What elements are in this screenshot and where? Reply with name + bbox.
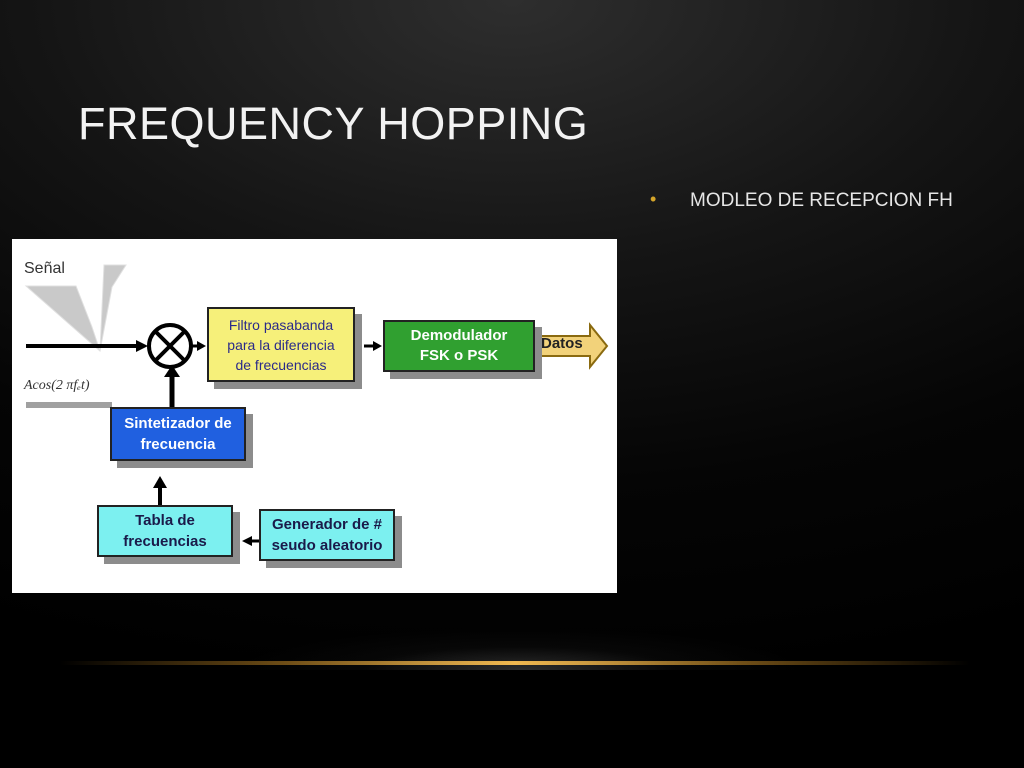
bottom-glow xyxy=(240,600,800,670)
demodulator-block: Demodulador FSK o PSK xyxy=(383,320,535,372)
input-arrowhead-icon xyxy=(136,340,148,352)
fh-receiver-diagram: Señal Acos(2 πfₑt) Filtro pasabanda para… xyxy=(12,239,617,593)
bandpass-filter-block: Filtro pasabanda para la diferencia de f… xyxy=(207,307,355,382)
diagram-wires xyxy=(24,264,609,546)
frequency-table-block: Tabla de frecuencias xyxy=(97,505,233,557)
bullet-item: MODLEO DE RECEPCION FH xyxy=(690,190,953,211)
output-arrow-icon xyxy=(536,322,609,370)
pseudorandom-generator-block: Generador de # seudo aleatorio xyxy=(259,509,395,561)
mixer-cross-2 xyxy=(154,330,186,362)
oscillator-label: Acos(2 πfₑt) xyxy=(24,378,90,393)
slide-title: FREQUENCY HOPPING xyxy=(78,98,589,149)
mixer-filter-arrowhead-icon xyxy=(197,341,206,351)
oscillator-bar xyxy=(26,402,112,408)
synth-mixer-arrowhead-icon xyxy=(164,365,180,377)
filter-demod-arrowhead-icon xyxy=(373,341,382,351)
signal-label: Señal xyxy=(24,260,65,277)
bullet-dot-icon: • xyxy=(650,189,657,209)
signal-wedge-shape xyxy=(24,264,127,352)
decorative-gold-line xyxy=(60,661,970,665)
frequency-synthesizer-block: Sintetizador de frecuencia xyxy=(110,407,246,461)
output-label: Datos xyxy=(541,335,583,352)
table-synth-arrowhead-icon xyxy=(153,476,167,488)
gen-table-arrowhead-icon xyxy=(242,536,252,546)
